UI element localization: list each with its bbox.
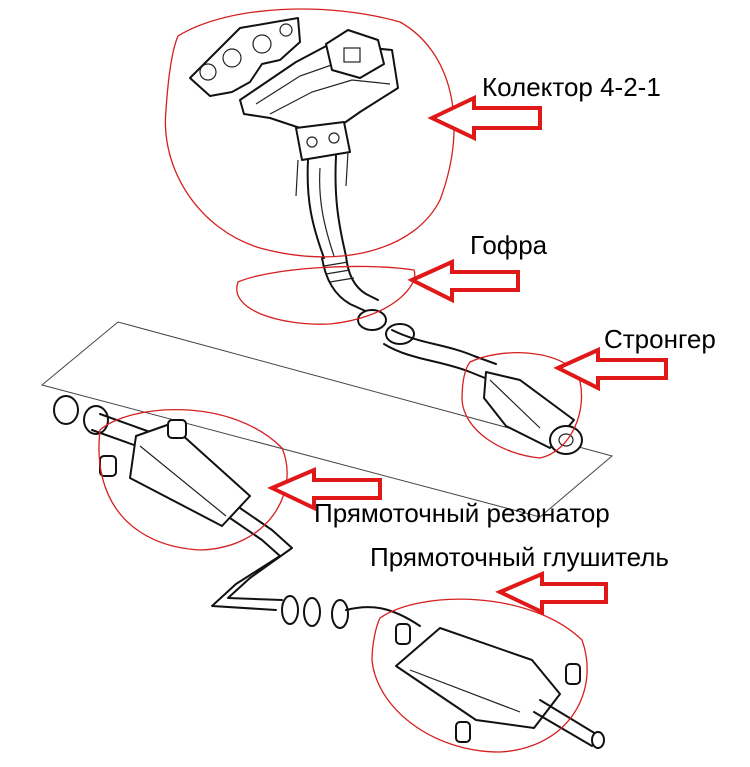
resonator: [53, 395, 421, 629]
stronger-highlight-outline: [461, 352, 583, 459]
collector-arrow: [427, 94, 542, 142]
stronger-label: Стронгер: [604, 324, 716, 354]
resonator-label: Прямоточный резонатор: [314, 498, 610, 528]
collector-highlight-outline: [164, 8, 455, 258]
exhaust-manifold: [189, 17, 399, 259]
collector-label: Колектор 4-2-1: [482, 72, 661, 102]
corrugation-label: Гофра: [470, 230, 548, 260]
stronger-arrow: [553, 346, 668, 392]
corrugation-arrow: [407, 258, 520, 304]
ground-plane: [40, 321, 614, 518]
muffler-label: Прямоточный глушитель: [370, 542, 669, 572]
muffler-highlight-outline: [371, 598, 588, 753]
muffler: [395, 623, 605, 749]
flex-pipe: [321, 255, 415, 345]
resonator-highlight-outline: [98, 408, 288, 551]
corrugation-highlight-outline: [236, 265, 416, 325]
resonator-arrow: [267, 466, 382, 512]
stronger-pipe: [383, 329, 583, 455]
muffler-arrow: [495, 570, 608, 616]
